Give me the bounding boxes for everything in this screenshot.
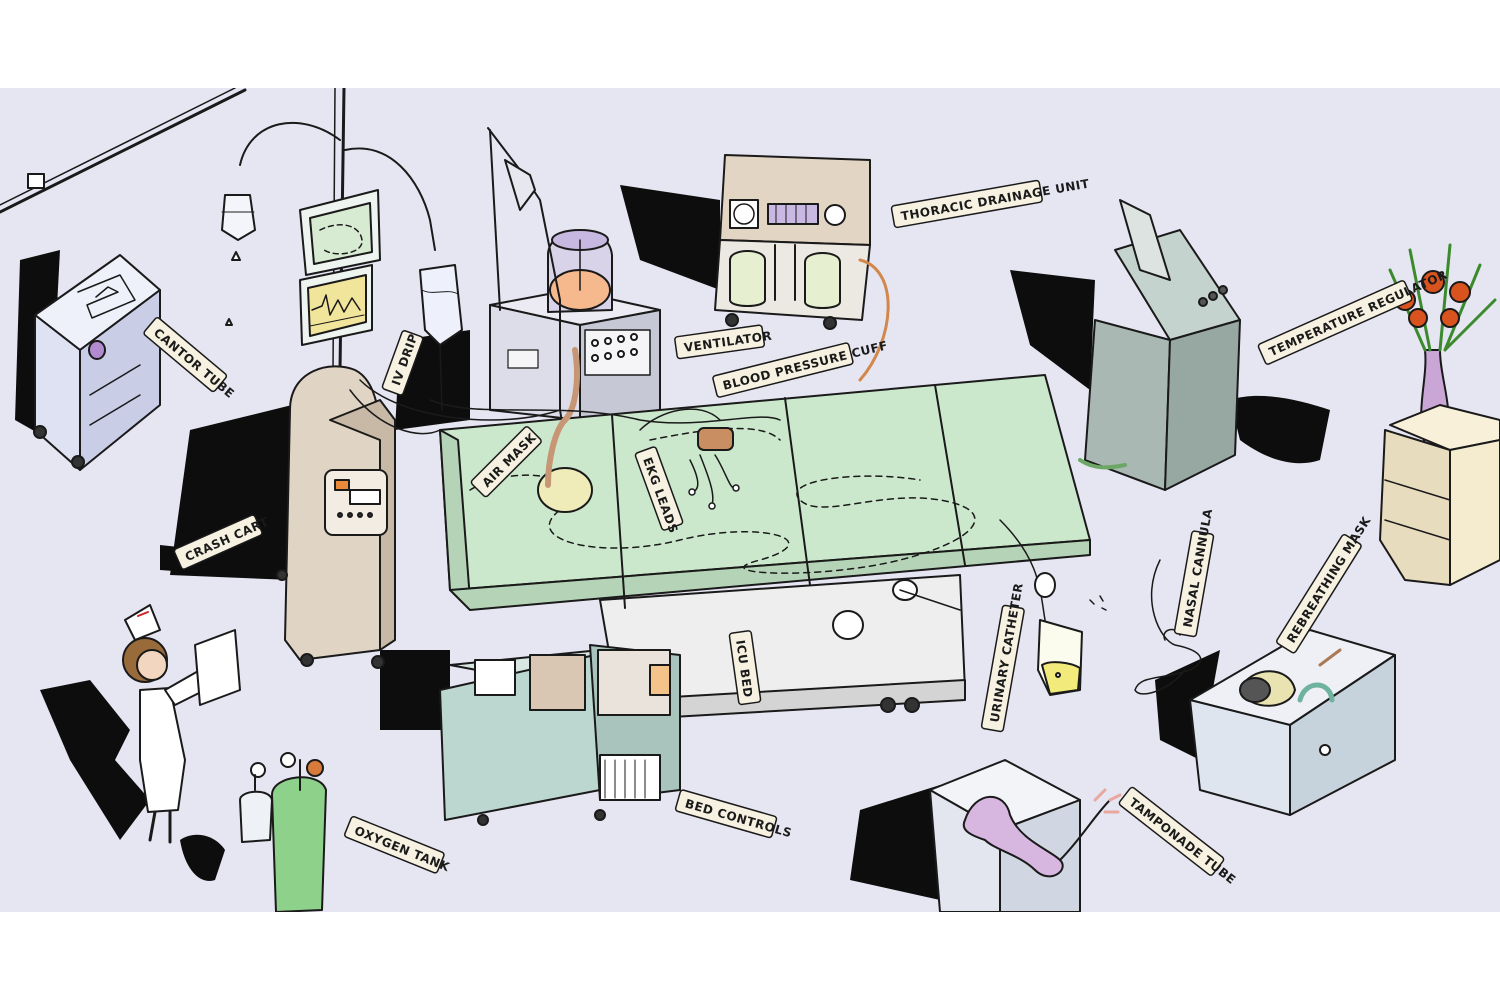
label-cantor-tube: CANTOR TUBE [151, 326, 237, 401]
vital-monitors [299, 189, 381, 346]
label-oxygen-tank: OXYGEN TANK [352, 823, 451, 874]
urinary-catheter-bag [999, 519, 1107, 696]
wall-outlet-icon [27, 173, 45, 189]
tag-nasal-cannula: NASAL CANNULA [1173, 507, 1215, 638]
tag-thoracic-drainage-unit: THORACIC DRAINAGE UNIT [890, 176, 1091, 229]
oxygen-tank [239, 752, 327, 912]
thoracic-drainage-unit [714, 154, 890, 382]
bed-controls-unit [439, 644, 681, 826]
wall [0, 88, 247, 214]
temperature-regulator [1078, 199, 1241, 491]
cantor-tube-cart [33, 254, 161, 471]
tag-ventilator: VENTILATOR [674, 324, 773, 360]
tag-oxygen-tank: OXYGEN TANK [344, 815, 452, 874]
dresser [1379, 404, 1500, 586]
tamponade-tube-cart [929, 759, 1122, 912]
iv-drip-bag [419, 264, 463, 411]
tag-bed-controls: BED CONTROLS [674, 789, 794, 840]
nurse-figure [122, 604, 241, 844]
tag-rebreathing-mask: REBREATHING MASK [1276, 514, 1374, 654]
tag-urinary-catheter: URINARY CATHETER [980, 582, 1026, 733]
rebreathing-mask-cart [1189, 629, 1396, 816]
shadows [15, 185, 1330, 900]
ekg-lead-wires [639, 408, 740, 510]
label-tamponade-tube: TAMPONADE TUBE [1126, 795, 1238, 887]
tag-tamponade-tube: TAMPONADE TUBE [1118, 786, 1239, 887]
icu-bed [439, 347, 1091, 721]
ventilator [489, 229, 661, 421]
wires [349, 379, 961, 611]
iv-bag [221, 194, 256, 326]
tag-icu-bed: ICU BED [728, 630, 762, 706]
crash-cart [276, 365, 396, 669]
label-rebreathing-mask: REBREATHING MASK [1284, 514, 1374, 646]
